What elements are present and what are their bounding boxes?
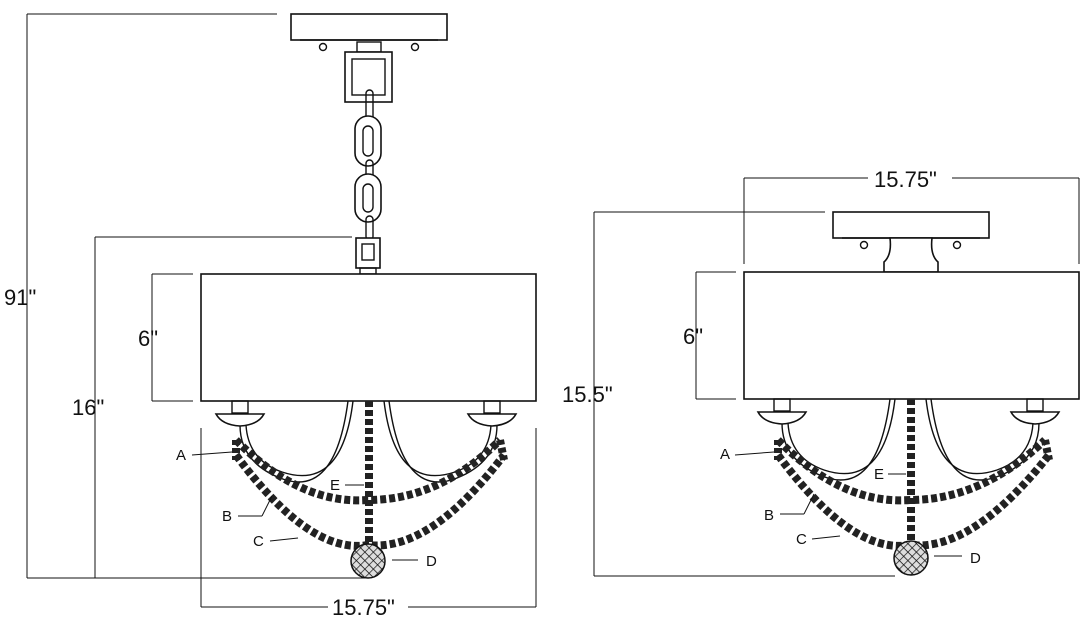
left-overall-height-label: 91" [4,285,36,310]
left-width-label: 15.75" [332,595,395,620]
left-callout-c: C [253,533,264,550]
left-shade-height-label: 6" [138,326,158,351]
left-callout-a: A [176,447,186,464]
right-callout-c: C [796,531,807,548]
right-width-label: 15.75" [874,167,937,192]
right-crystal-ball [893,540,929,576]
right-view: A B C D E 15.75" 15.5" 6" [562,167,1080,577]
left-callout-leaders [191,451,418,561]
left-chain-bracket-top [344,41,393,103]
right-callout-d: D [970,550,981,567]
left-chain [354,89,382,241]
left-bead-strands [232,401,508,550]
right-canopy [832,211,990,273]
left-dimension-lines [26,13,537,608]
right-dimension-lines [593,177,1080,577]
left-body-height-label: 16" [72,395,104,420]
left-callout-e: E [330,477,340,494]
left-chain-bracket-bottom [355,237,381,275]
left-crystal-ball [350,543,386,579]
right-bead-strands [774,399,1053,550]
right-shade-height-label: 6" [683,324,703,349]
left-view: A B C D E 91" 16" 6" 15.75" [4,13,537,620]
left-callout-b: B [222,508,232,525]
right-overall-height-label: 15.5" [562,382,613,407]
right-callout-a: A [720,446,730,463]
left-canopy [290,13,448,52]
left-drum-shade [200,273,537,402]
right-drum-shade [743,271,1080,400]
right-callout-e: E [874,466,884,483]
right-callout-leaders [734,451,962,557]
left-candle-cups [214,400,518,427]
left-callout-d: D [426,553,437,570]
right-candle-cups [756,398,1061,425]
right-callout-b: B [764,507,774,524]
